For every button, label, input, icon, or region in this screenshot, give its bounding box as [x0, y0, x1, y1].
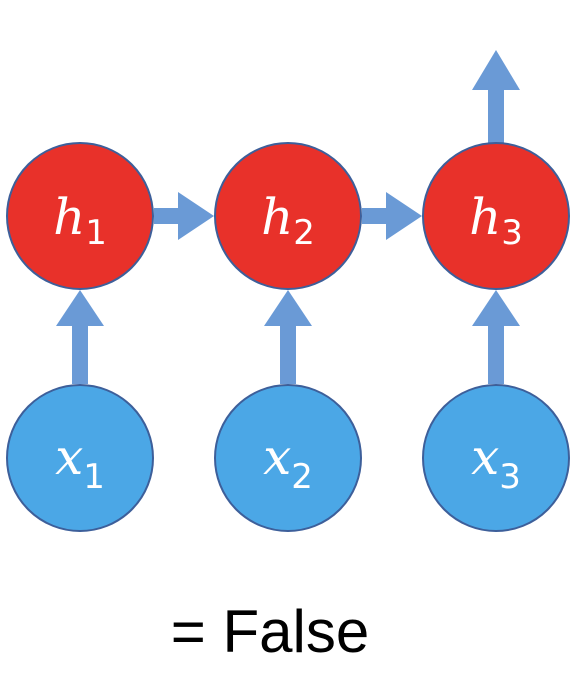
svg-text:h1: h1: [53, 188, 107, 253]
input-node-x1: x1: [6, 384, 154, 532]
caption-text: = False: [171, 598, 369, 665]
node-subscript: 3: [499, 457, 521, 497]
hidden-node-h1: h1: [6, 142, 154, 290]
input-node-x2: x2: [214, 384, 362, 532]
node-var: h: [469, 188, 501, 246]
node-subscript: 2: [293, 213, 315, 253]
arrows: [56, 50, 520, 384]
hidden-node-h2: h2: [214, 142, 362, 290]
arrow-x2-to-h2: [264, 290, 312, 384]
node-var: x: [263, 428, 291, 486]
arrow-h2-to-h3: [362, 192, 422, 240]
node-var: h: [53, 188, 85, 246]
input-node-x3: x3: [422, 384, 570, 532]
node-var: h: [261, 188, 293, 246]
svg-text:h3: h3: [469, 188, 523, 253]
arrow-x3-to-h3: [472, 290, 520, 384]
svg-text:h2: h2: [261, 188, 315, 253]
svg-text:x3: x3: [471, 428, 521, 497]
node-subscript: 1: [85, 213, 107, 253]
svg-text:x1: x1: [55, 428, 105, 497]
node-subscript: 2: [291, 457, 313, 497]
svg-text:x2: x2: [263, 428, 313, 497]
node-subscript: 1: [83, 457, 105, 497]
hidden-node-h3: h3: [422, 142, 570, 290]
arrow-h3-output: [472, 50, 520, 146]
node-var: x: [471, 428, 499, 486]
arrow-h1-to-h2: [154, 192, 214, 240]
node-var: x: [55, 428, 83, 486]
node-subscript: 3: [501, 213, 523, 253]
arrow-x1-to-h1: [56, 290, 104, 384]
